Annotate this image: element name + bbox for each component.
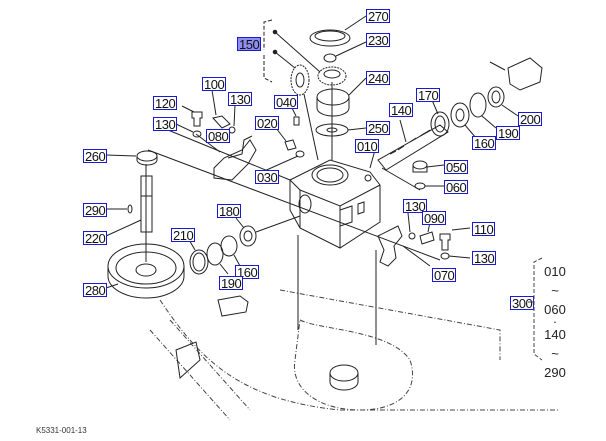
bracket-080 bbox=[213, 139, 257, 181]
callout-120[interactable]: 120 bbox=[153, 96, 178, 111]
bolt-120 bbox=[191, 111, 203, 127]
callout-190-right[interactable]: 190 bbox=[496, 126, 521, 141]
callout-060[interactable]: 060 bbox=[444, 180, 469, 195]
callout-280[interactable]: 280 bbox=[83, 283, 108, 298]
group-bracket-150 bbox=[263, 19, 273, 83]
callout-260[interactable]: 260 bbox=[83, 149, 108, 164]
callout-170[interactable]: 170 bbox=[416, 88, 441, 103]
shaft-140 bbox=[377, 124, 449, 171]
bearing-200 bbox=[487, 86, 505, 108]
engine-gearcase bbox=[507, 57, 543, 91]
bracket-070 bbox=[377, 225, 403, 267]
callout-070[interactable]: 070 bbox=[432, 268, 457, 283]
range-tilde-1: ~ bbox=[551, 283, 559, 298]
callout-090[interactable]: 090 bbox=[422, 211, 447, 226]
callout-230[interactable]: 230 bbox=[366, 33, 391, 48]
range-separator: · bbox=[552, 314, 558, 329]
callout-140[interactable]: 140 bbox=[389, 103, 414, 118]
figure-code: K5331-001-13 bbox=[36, 426, 87, 435]
callout-150-selected[interactable]: 150 bbox=[237, 37, 262, 52]
snap-ring-190 bbox=[469, 92, 487, 118]
assembly-range-list: 010 ~ 060 · 140 ~ 290 bbox=[541, 262, 569, 382]
callout-130-left[interactable]: 130 bbox=[153, 117, 178, 132]
callout-130-right-top[interactable]: 130 bbox=[403, 199, 428, 214]
key-290 bbox=[127, 204, 133, 214]
bearing-180 bbox=[239, 225, 257, 247]
deck-spindle-housing bbox=[329, 364, 359, 382]
washer-130 bbox=[192, 130, 202, 138]
bolt-110 bbox=[439, 233, 451, 251]
callout-290[interactable]: 290 bbox=[83, 203, 108, 218]
callout-220[interactable]: 220 bbox=[83, 231, 108, 246]
callout-100[interactable]: 100 bbox=[202, 77, 227, 92]
range-start-1: 010 bbox=[544, 264, 566, 279]
washer-030 bbox=[295, 150, 305, 158]
callout-180[interactable]: 180 bbox=[217, 204, 242, 219]
callout-040[interactable]: 040 bbox=[274, 95, 299, 110]
callout-240[interactable]: 240 bbox=[366, 71, 391, 86]
oil-seal-270 bbox=[309, 29, 351, 47]
assembly-range-bracket bbox=[528, 257, 543, 361]
deck-bracket bbox=[217, 295, 249, 317]
callout-010[interactable]: 010 bbox=[355, 139, 380, 154]
callout-130-top[interactable]: 130 bbox=[228, 92, 253, 107]
callout-050[interactable]: 050 bbox=[444, 160, 469, 175]
bearing-170 bbox=[430, 111, 450, 137]
snap-ring-190b bbox=[206, 242, 224, 266]
range-end-1: 060 bbox=[544, 302, 566, 317]
callout-190-left[interactable]: 190 bbox=[219, 276, 244, 291]
range-start-2: 140 bbox=[544, 327, 566, 342]
bolt-020 bbox=[284, 139, 297, 151]
seal-210 bbox=[189, 249, 209, 275]
callout-020[interactable]: 020 bbox=[255, 116, 280, 131]
oil-seal-260 bbox=[136, 150, 158, 162]
range-end-2: 290 bbox=[544, 365, 566, 380]
collar-160b bbox=[220, 235, 238, 257]
bolt-100 bbox=[212, 115, 231, 129]
callout-250[interactable]: 250 bbox=[366, 121, 391, 136]
callout-110[interactable]: 110 bbox=[472, 222, 496, 237]
plug-040 bbox=[293, 116, 300, 126]
mower-deck-outline bbox=[159, 299, 560, 411]
pin-090 bbox=[419, 231, 435, 245]
callout-200[interactable]: 200 bbox=[518, 112, 543, 127]
callout-300[interactable]: 300 bbox=[510, 296, 535, 311]
bearing-240 bbox=[316, 88, 350, 106]
range-tilde-2: ~ bbox=[551, 346, 559, 361]
plug-050 bbox=[412, 160, 428, 170]
callout-080[interactable]: 080 bbox=[206, 129, 231, 144]
pinion-gear bbox=[290, 64, 310, 96]
callout-270[interactable]: 270 bbox=[366, 9, 391, 24]
callout-130-right-bottom[interactable]: 130 bbox=[472, 251, 497, 266]
callout-210[interactable]: 210 bbox=[171, 228, 196, 243]
washer-130b bbox=[440, 252, 450, 260]
shaft-220 bbox=[140, 175, 153, 233]
gearbox-housing-010 bbox=[289, 159, 381, 249]
callout-160-right[interactable]: 160 bbox=[472, 136, 497, 151]
callout-030[interactable]: 030 bbox=[255, 170, 280, 185]
collar-160 bbox=[450, 102, 470, 128]
bearing-230 bbox=[323, 53, 337, 63]
